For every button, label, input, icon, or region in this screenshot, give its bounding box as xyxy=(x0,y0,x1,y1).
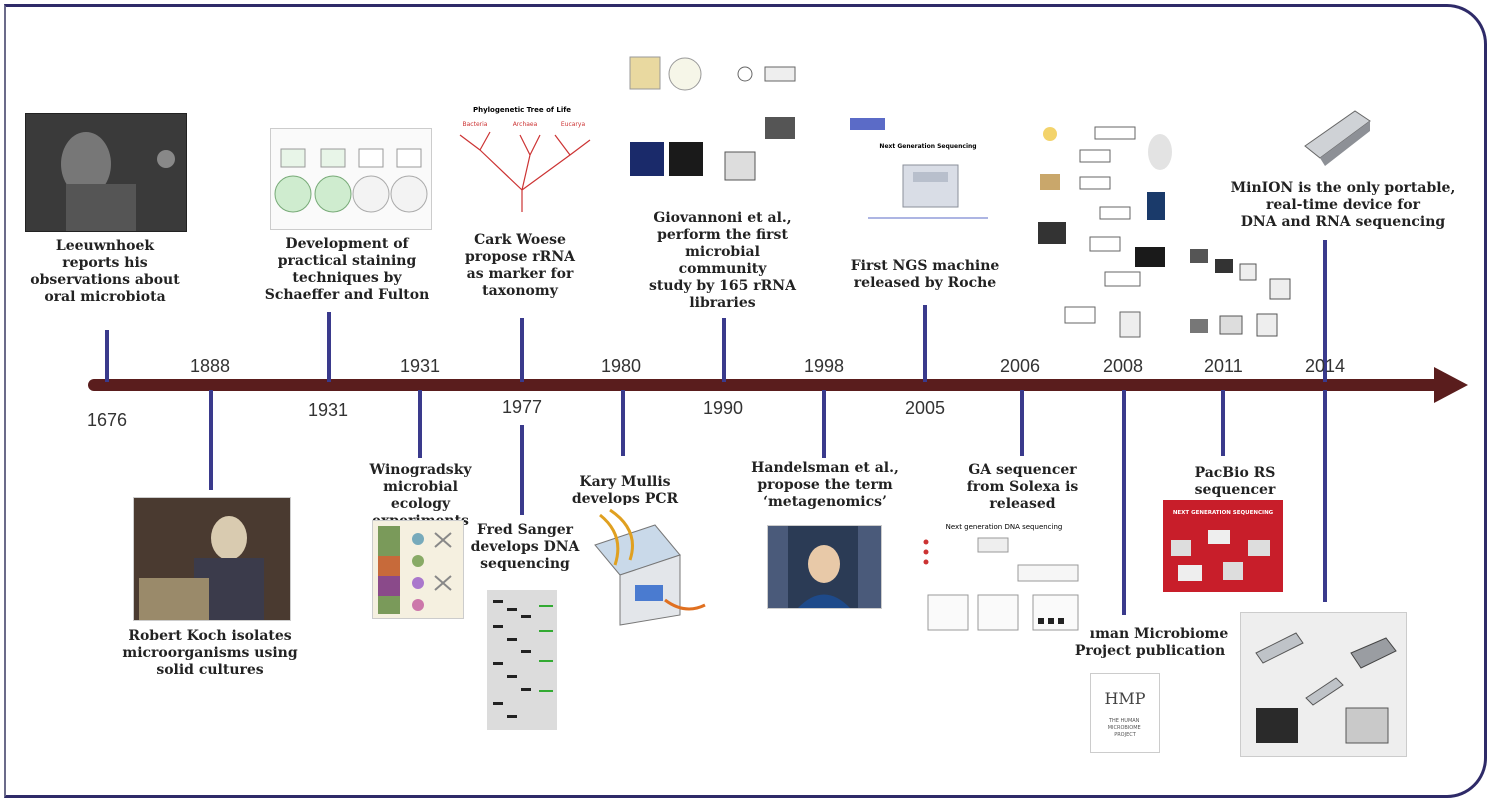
stem-minion-lower xyxy=(1323,390,1327,602)
pcr-thermocycler xyxy=(585,505,710,630)
roche-figure-title: Next Generation Sequencing xyxy=(879,143,976,150)
sanger-gel xyxy=(487,590,557,730)
staining-diagram xyxy=(270,128,432,230)
stem-minion xyxy=(1323,240,1327,382)
caption-giovannoni: Giovannoni et al., perform the first mic… xyxy=(649,210,796,311)
year-label: 2006 xyxy=(1000,356,1041,376)
tree-domain: Bacteria xyxy=(463,121,488,128)
caption-sanger: Fred Sanger develops DNA sequencing xyxy=(470,522,580,572)
caption-hmp: Human Microbiome Project publication xyxy=(1071,626,1229,659)
caption-minion: MinION is the only portable, real-time d… xyxy=(1230,180,1456,230)
koch-photo xyxy=(133,497,291,621)
hmp-logo: HMP THE HUMAN MICROBIOME PROJECT xyxy=(1090,673,1160,753)
year-label: 1888 xyxy=(190,356,231,376)
stem-solexa xyxy=(1020,390,1024,456)
tree-title: Phylogenetic Tree of Life xyxy=(473,106,571,114)
stem-pacbio xyxy=(1221,390,1225,456)
caption-staining: Development of practical staining techni… xyxy=(264,236,430,303)
tree-domain: Archaea xyxy=(513,121,538,128)
caption-koch: Robert Koch isolates microorganisms usin… xyxy=(122,628,298,678)
pacbio-banner: NEXT GENERATION SEQUENCING xyxy=(1163,500,1283,592)
stem-hmp xyxy=(1122,390,1126,615)
hmp-subtitle: THE HUMAN MICROBIOME PROJECT xyxy=(1108,718,1143,738)
year-label: 1676 xyxy=(87,410,128,430)
sequencing-workflow-collage xyxy=(1035,122,1195,340)
stem-roche xyxy=(923,305,927,382)
year-label: 2011 xyxy=(1204,356,1243,376)
year-label: 2008 xyxy=(1103,356,1144,376)
stem-koch xyxy=(209,390,213,490)
hmp-subtitle-line: THE HUMAN xyxy=(1108,718,1140,724)
caption-handelsman: Handelsman et al., propose the term ‘met… xyxy=(751,460,899,510)
caption-mullis: Kary Mullis develops PCR xyxy=(571,474,679,507)
pacbio-banner-text: NEXT GENERATION SEQUENCING xyxy=(1173,510,1274,516)
stem-woese xyxy=(520,318,524,382)
tree-domain: Eucarya xyxy=(561,121,586,128)
roche-ngs-machine: Next Generation Sequencing xyxy=(848,110,1008,228)
winogradsky-column xyxy=(372,520,464,619)
year-label: 2014 xyxy=(1305,356,1346,376)
stem-sanger xyxy=(520,425,524,515)
year-label: 1977 xyxy=(502,397,543,417)
year-label: 1931 xyxy=(308,400,349,420)
leeuwenhoek-engraving xyxy=(25,113,187,232)
giovannoni-workflow xyxy=(625,52,815,192)
solexa-figure-title: Next generation DNA sequencing xyxy=(946,523,1063,531)
stem-staining xyxy=(327,312,331,382)
hmp-logo-text: HMP xyxy=(1104,689,1145,708)
illumina-machines-collage xyxy=(1185,244,1300,344)
stem-winogradsky xyxy=(418,390,422,458)
stem-giovannoni xyxy=(722,318,726,382)
minion-device xyxy=(1300,106,1375,168)
solexa-figure: Next generation DNA sequencing xyxy=(918,520,1090,640)
stem-leeuwenhoek xyxy=(105,330,109,382)
year-label: 1980 xyxy=(601,356,642,376)
nanopore-devices xyxy=(1240,612,1407,757)
handelsman-photo xyxy=(767,525,882,609)
timeline-arrowhead xyxy=(1434,367,1468,403)
year-label: 2005 xyxy=(905,398,946,418)
caption-woese: Cark Woese propose rRNA as marker for ta… xyxy=(465,232,575,299)
phylogenetic-tree: Phylogenetic Tree of Life Bacteria Archa… xyxy=(445,100,600,218)
caption-roche: First NGS machine released by Roche xyxy=(850,258,1000,291)
hmp-subtitle-line: MICROBIOME xyxy=(1108,725,1141,731)
caption-leeuwenhoek: Leeuwnhoek reports his observations abou… xyxy=(30,238,180,305)
year-label: 1990 xyxy=(703,398,744,418)
stem-mullis xyxy=(621,390,625,456)
caption-solexa: GA sequencer from Solexa is released xyxy=(966,462,1079,512)
stem-handelsman xyxy=(822,390,826,458)
year-label: 1998 xyxy=(804,356,845,376)
year-label: 1931 xyxy=(400,356,441,376)
hmp-subtitle-line: PROJECT xyxy=(1114,732,1137,738)
timeline-axis xyxy=(88,379,1440,391)
